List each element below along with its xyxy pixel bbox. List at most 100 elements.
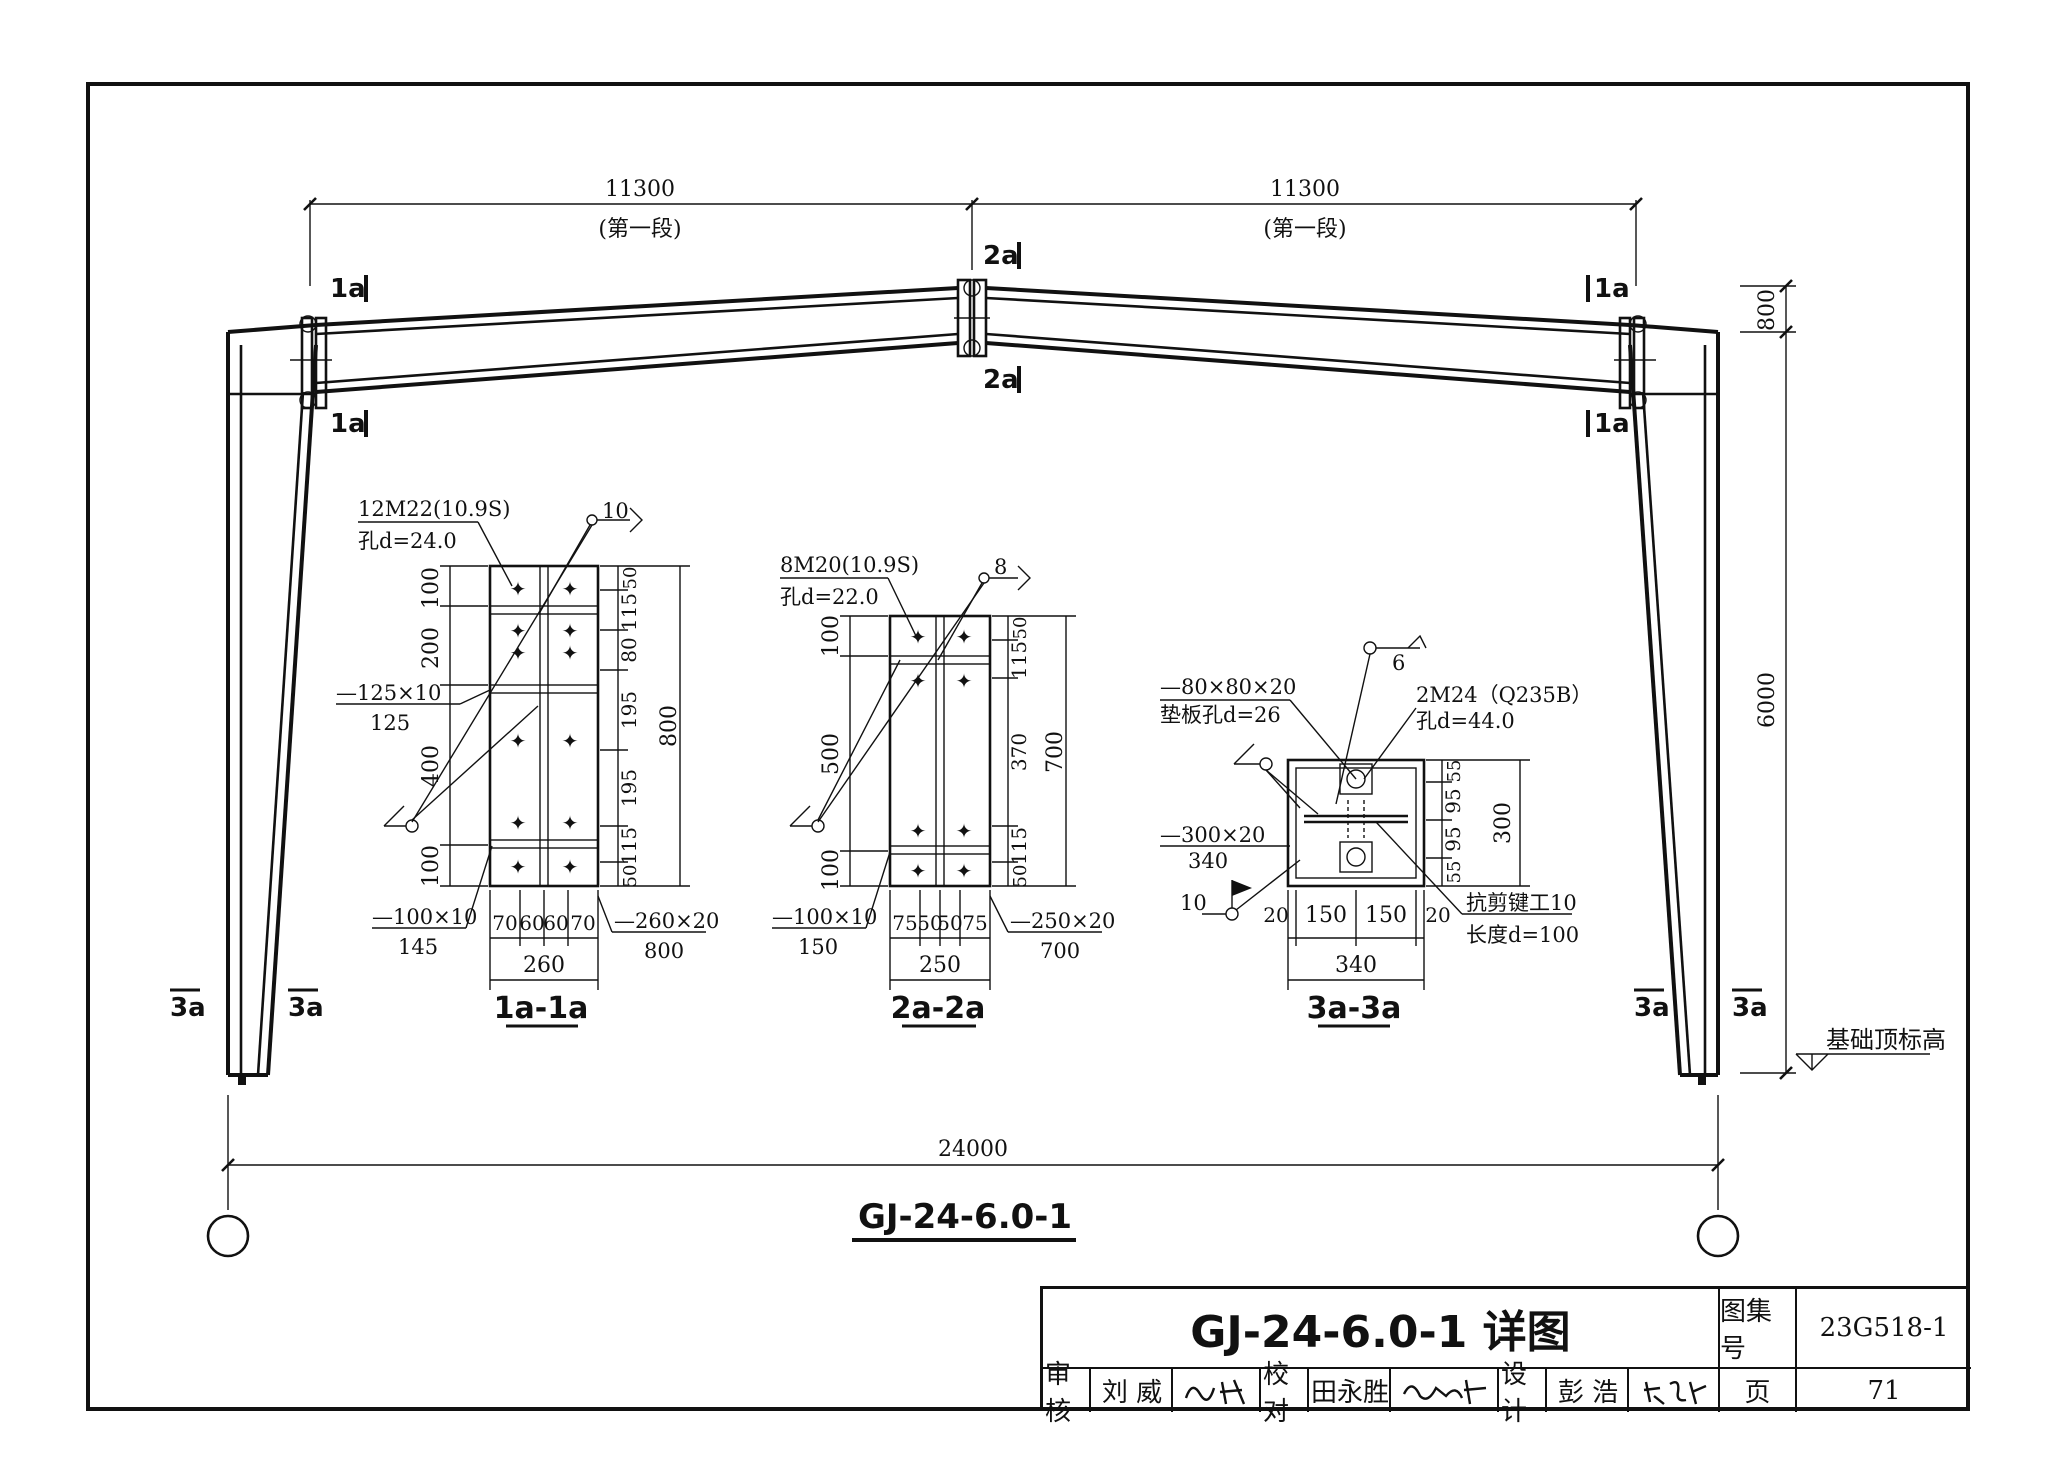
svg-text:50: 50 <box>937 911 962 935</box>
page-label: 页 <box>1720 1369 1797 1412</box>
svg-text:20: 20 <box>1263 903 1288 927</box>
svg-text:100: 100 <box>419 567 444 609</box>
foundation-label: 基础顶标高 <box>1826 1026 1946 1054</box>
review-label: 审核 <box>1045 1360 1091 1427</box>
page-number: 71 <box>1867 1375 1901 1406</box>
svg-text:✦: ✦ <box>562 619 579 643</box>
top-dimension: 11300 11300 (第一段) (第一段) <box>303 177 1643 286</box>
drawing-title: GJ-24-6.0-1 详图 <box>1043 1289 1720 1369</box>
s3-washer-hole: 垫板孔d=26 <box>1160 703 1281 727</box>
mark-2a-b: 2a <box>983 365 1019 395</box>
svg-text:60: 60 <box>519 911 544 935</box>
s3-base-len: 340 <box>1188 849 1228 873</box>
s3-shear-len: 长度d=100 <box>1466 923 1579 947</box>
svg-text:100: 100 <box>819 615 844 657</box>
svg-text:150: 150 <box>1305 903 1347 928</box>
svg-text:55: 55 <box>1444 760 1465 783</box>
s1-stiffener: —125×10 <box>336 681 441 705</box>
s1-bolt-note: 12M22(10.9S) <box>358 497 510 521</box>
svg-text:340: 340 <box>1335 953 1377 978</box>
designer-signature <box>1631 1369 1720 1412</box>
section-3a: 55 95 95 55 300 20 150 150 20 340 6 —80×… <box>1160 634 1592 1028</box>
svg-text:✦: ✦ <box>510 577 527 601</box>
mark-3a-rl: 3a <box>1634 993 1670 1023</box>
svg-text:✦: ✦ <box>562 577 579 601</box>
dim-800-height: 800 <box>1755 289 1780 331</box>
section-1a: ✦✦ ✦✦ ✦✦ ✦✦ ✦✦ ✦✦ 100 200 400 100 50 115… <box>336 497 719 1028</box>
svg-text:200: 200 <box>419 627 444 669</box>
s3-bolt-note: 2M24（Q235B） <box>1416 683 1592 707</box>
checker-signature <box>1393 1369 1499 1412</box>
svg-text:300: 300 <box>1491 802 1516 844</box>
mark-1a-bl: 1a <box>330 409 366 439</box>
svg-text:95: 95 <box>1441 826 1465 851</box>
svg-text:✦: ✦ <box>956 625 973 649</box>
svg-text:115: 115 <box>1007 641 1031 679</box>
s1-hole-note: 孔d=24.0 <box>358 529 457 553</box>
s2-rib: —100×10 <box>772 905 877 929</box>
s3-weld-left: 10 <box>1180 891 1207 915</box>
svg-text:✦: ✦ <box>562 641 579 665</box>
reviewer-signature <box>1175 1369 1261 1412</box>
svg-text:260: 260 <box>523 953 565 978</box>
s1-rib: —100×10 <box>372 905 477 929</box>
s1-weld: 10 <box>602 499 629 523</box>
dim-top-left: 11300 <box>605 177 675 202</box>
axis-bubble-right <box>1696 1214 1740 1258</box>
svg-text:✦: ✦ <box>910 859 927 883</box>
svg-text:400: 400 <box>419 745 444 787</box>
s3-washer: —80×80×20 <box>1160 675 1296 699</box>
dim-24000: 24000 <box>938 1137 1008 1162</box>
s2-plate-len: 700 <box>1040 939 1080 963</box>
section-2a: ✦✦ ✦✦ ✦✦ ✦✦ 100 500 100 50 115 370 115 5… <box>772 553 1115 1028</box>
atlas-number: 23G518-1 <box>1797 1289 1971 1369</box>
s3-shear-key: 抗剪键工10 <box>1466 891 1577 915</box>
s3-base-plate: —300×20 <box>1160 823 1265 847</box>
dim-top-right: 11300 <box>1270 177 1340 202</box>
mark-1a-br: 1a <box>1594 409 1630 439</box>
svg-text:95: 95 <box>1441 788 1465 813</box>
caption-1a: 1a-1a <box>494 991 589 1026</box>
svg-text:80: 80 <box>617 637 641 662</box>
svg-text:115: 115 <box>617 593 641 631</box>
svg-text:✦: ✦ <box>956 859 973 883</box>
svg-text:75: 75 <box>892 911 917 935</box>
s1-stiffener-len: 125 <box>370 711 410 735</box>
s2-hole-note: 孔d=22.0 <box>780 585 879 609</box>
title-block: GJ-24-6.0-1 详图 图集号 23G518-1 审核 刘 威 校对 田永… <box>1040 1286 1971 1427</box>
svg-text:115: 115 <box>617 827 641 865</box>
svg-text:70: 70 <box>492 911 517 935</box>
svg-text:500: 500 <box>819 733 844 775</box>
frame-name: GJ-24-6.0-1 <box>858 1197 1072 1237</box>
s1-plate-len: 800 <box>644 939 684 963</box>
mark-1a-tl: 1a <box>330 274 366 304</box>
height-dimension: 800 6000 基础顶标高 <box>1740 279 1946 1080</box>
section-markers: 1a 1a 2a 2a 1a 1a 3a 3a 3a 3a <box>170 241 1768 1023</box>
svg-text:20: 20 <box>1425 903 1450 927</box>
mark-1a-tr: 1a <box>1594 274 1630 304</box>
s2-weld: 8 <box>994 555 1007 579</box>
svg-text:✦: ✦ <box>910 819 927 843</box>
s3-weld-top: 6 <box>1392 651 1405 675</box>
svg-text:50: 50 <box>917 911 942 935</box>
svg-text:50: 50 <box>1010 617 1031 640</box>
s1-plate: —260×20 <box>614 909 719 933</box>
svg-text:60: 60 <box>543 911 568 935</box>
atlas-label: 图集号 <box>1720 1289 1797 1369</box>
drawing-border <box>86 82 1970 1411</box>
caption-3a: 3a-3a <box>1307 991 1402 1026</box>
svg-text:50: 50 <box>620 567 641 590</box>
svg-text:✦: ✦ <box>562 811 579 835</box>
svg-text:✦: ✦ <box>910 669 927 693</box>
mark-3a-ll: 3a <box>170 993 206 1023</box>
axis-bubble-left <box>206 1214 250 1258</box>
svg-text:150: 150 <box>1365 903 1407 928</box>
svg-text:370: 370 <box>1007 733 1031 771</box>
segment-left: (第一段) <box>598 217 681 242</box>
svg-text:100: 100 <box>419 845 444 887</box>
svg-text:50: 50 <box>620 865 641 888</box>
svg-text:800: 800 <box>657 705 682 747</box>
svg-text:195: 195 <box>617 769 641 807</box>
svg-text:115: 115 <box>1007 827 1031 865</box>
